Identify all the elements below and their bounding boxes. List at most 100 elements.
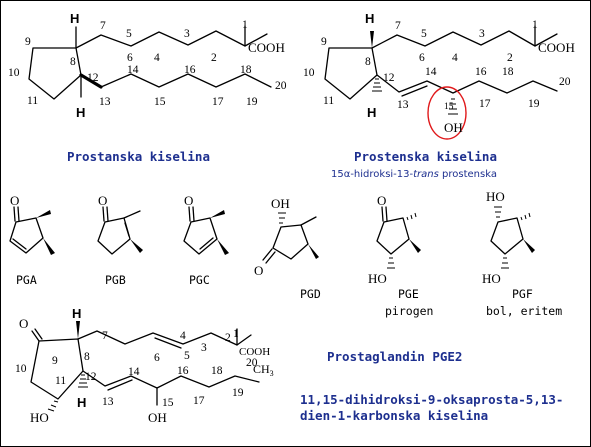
locant-13: 13 (397, 99, 409, 111)
locant-7: 7 (395, 20, 401, 32)
pgb-side-chain-b (130, 239, 143, 253)
locant-17: 17 (193, 395, 205, 407)
locant-19: 19 (246, 96, 258, 108)
pge2-c13-c14-double-bond (107, 379, 133, 391)
pga-side-chain-a (36, 210, 51, 218)
omega-chain (100, 73, 272, 88)
h-atom-bottom: H (367, 105, 376, 120)
pge2-ketone-o: O (19, 316, 28, 331)
h-atom-top: H (365, 11, 374, 26)
h8-wedge (370, 31, 374, 48)
pge2-h-top: H (72, 306, 81, 321)
locant-8: 8 (84, 351, 90, 363)
locant-11: 11 (323, 95, 334, 107)
locant-11: 11 (27, 95, 38, 107)
pgb-carbonyl-bond (102, 206, 105, 222)
locant-15: 15 (162, 397, 174, 409)
omega-chain-wedge (79, 73, 103, 89)
pga-label: PGA (16, 273, 37, 287)
locant-14: 14 (128, 366, 140, 378)
locant-14: 14 (425, 66, 437, 78)
pge-structure: O HO PGE pirogen (368, 193, 433, 318)
locant-18: 18 (211, 365, 223, 377)
pge-hashed-oh-bond (387, 257, 395, 269)
locant-19: 19 (232, 387, 244, 399)
pge2-structure: O H H HO OH COOH CH3 1 2 3 4 5 6 7 8 9 1… (15, 306, 274, 425)
locant-16: 16 (475, 66, 487, 78)
pge2-iupac-line2: dien-1-karbonska kiselina (300, 408, 488, 423)
cooh-label: COOH (538, 40, 575, 55)
c15-hashed-oh-bond (448, 98, 458, 115)
pge2-h-bottom: H (77, 395, 86, 410)
locant-12: 12 (87, 72, 99, 84)
prostenoic-subtitle: 15α-hidroksi-13-trans prostenska (331, 169, 497, 180)
prostenoic-caption: Prostenska kiselina (354, 149, 497, 164)
pgb-side-chain-a (123, 210, 141, 219)
pgf-hashed-oh-bottom (501, 257, 509, 269)
pgc-structure: O PGC (183, 193, 229, 287)
pgd-label: PGD (300, 287, 321, 301)
pgc-ring (183, 217, 218, 255)
pge2-alpha-chain (77, 330, 252, 346)
locant-10: 10 (15, 363, 27, 375)
pgf-ho-bottom: HO (482, 271, 501, 286)
pgb-ketone-o: O (98, 193, 107, 208)
pgc-side-chain-b (217, 239, 229, 255)
cooh-label: COOH (248, 40, 285, 55)
omega-chain (376, 74, 558, 94)
pga-side-chain-b (43, 238, 55, 255)
pge2-c11-hashed-oh (47, 400, 59, 412)
pge2-carbonyl-bond-2 (34, 328, 43, 340)
pgd-side-chain-a (300, 216, 317, 226)
pgf-note: bol, eritem (486, 304, 562, 318)
locant-3: 3 (184, 28, 190, 40)
pgb-ring-double-bond (124, 222, 130, 237)
pge2-omega-chain (82, 370, 260, 389)
locant-3: 3 (201, 342, 207, 354)
prostanoic-caption: Prostanska kiselina (67, 149, 210, 164)
pge2-ch3: CH3 (253, 362, 274, 378)
locant-20: 20 (559, 76, 571, 88)
locant-19: 19 (528, 98, 540, 110)
pge-ring (376, 217, 410, 255)
locant-8: 8 (70, 56, 76, 68)
prostenoic-acid-structure: H H COOH OH 1 2 3 4 5 6 7 8 9 10 11 12 1… (303, 11, 575, 180)
locant-16: 16 (184, 64, 196, 76)
pgf-hashed-side-chain (520, 212, 531, 221)
locant-20: 20 (246, 357, 258, 369)
locant-6: 6 (419, 52, 425, 64)
pge-note: pirogen (385, 304, 433, 318)
pgf-hashed-oh-top (494, 206, 502, 218)
locant-5: 5 (421, 28, 427, 40)
c13-c14-double-bond (401, 85, 428, 97)
pge-hashed-side-chain (406, 212, 417, 221)
locant-15: 15 (154, 96, 166, 108)
pga-carbonyl-bond-2 (17, 206, 20, 222)
pgc-ketone-o: O (184, 193, 193, 208)
locant-10: 10 (303, 67, 315, 79)
locant-2: 2 (507, 52, 513, 64)
h-atom-top: H (70, 11, 79, 26)
pge2-h12-hashed (78, 374, 88, 388)
locant-12: 12 (85, 371, 97, 383)
h-atom-bottom: H (76, 105, 85, 120)
alpha-chain (371, 30, 558, 49)
pge-ketone-o: O (377, 193, 386, 208)
locant-3: 3 (479, 28, 485, 40)
pgb-structure: O PGB (97, 193, 143, 287)
h12-hashed-bond (372, 78, 382, 92)
pgd-ketone-o: O (254, 263, 263, 278)
locant-7: 7 (100, 20, 106, 32)
pgd-carbonyl-bond (262, 248, 273, 261)
pge-carbonyl-bond-2 (385, 206, 388, 222)
pgf-side-chain-b (523, 239, 535, 253)
pga-carbonyl-bond (13, 206, 16, 222)
locant-4: 4 (154, 52, 160, 64)
locant-15: 15 (444, 102, 454, 112)
pge2-title: Prostaglandin PGE2 (327, 349, 462, 364)
pgd-ring (272, 224, 309, 260)
locant-10: 10 (8, 67, 20, 79)
locant-13: 13 (99, 96, 111, 108)
